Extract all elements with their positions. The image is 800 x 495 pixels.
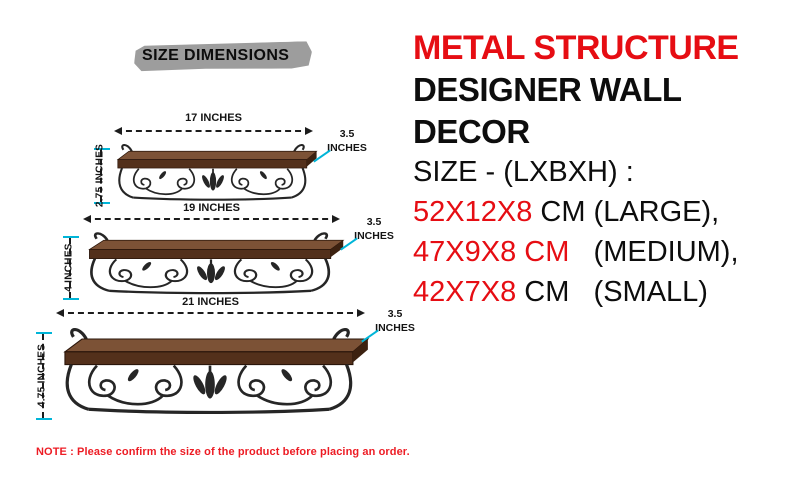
size-value-medium: 47X9X8 CM <box>413 236 570 268</box>
shelf-diagram-large: 21 INCHES 4.75 INCHES 3.5 INCHES <box>30 296 420 446</box>
depth-value: 3.5 <box>387 308 403 320</box>
page-title: SIZE DIMENSIONS <box>142 47 290 64</box>
heading-decor: DECOR <box>413 112 530 150</box>
dimension-tick <box>63 236 79 238</box>
arrow-left-icon <box>114 127 122 135</box>
size-suffix-medium: (MEDIUM), <box>569 236 739 268</box>
size-value-large: 52X12X8 <box>413 195 533 228</box>
dimension-tick <box>63 298 79 300</box>
heading-designer-wall: DESIGNER WALL <box>413 71 682 109</box>
height-dimension-line <box>63 236 79 300</box>
depth-value: 3.5 <box>366 216 382 228</box>
width-dimension-line <box>114 127 313 135</box>
height-dimension-line <box>94 148 110 204</box>
depth-dimension-label: 3.5 INCHES <box>370 308 420 335</box>
width-dimension-label: 17 INCHES <box>185 112 242 124</box>
height-dimension-label: 4.75 INCHES <box>36 343 48 408</box>
size-format-label: SIZE - (LXBXH) : <box>413 155 634 188</box>
size-value-small: 42X7X8 <box>413 276 517 309</box>
size-line-large: 52X12X8 CM (LARGE), <box>413 192 795 232</box>
dimension-tick <box>94 202 110 204</box>
product-description-panel: METAL STRUCTURE DESIGNER WALL DECOR SIZE… <box>413 28 795 312</box>
dimension-tick <box>36 418 52 420</box>
width-dimension-label: 19 INCHES <box>183 202 240 214</box>
depth-unit: INCHES <box>327 141 367 154</box>
arrow-right-icon <box>357 309 365 317</box>
width-dimension-label: 21 INCHES <box>182 296 239 308</box>
dimension-tick <box>94 148 110 150</box>
depth-unit: INCHES <box>375 321 415 334</box>
width-dimension-line <box>83 215 340 223</box>
shelf-illustration-large <box>63 327 370 415</box>
dimension-tick <box>36 332 52 334</box>
depth-unit: INCHES <box>354 229 394 242</box>
shelf-illustration-medium <box>88 232 345 295</box>
size-line-small: 42X7X8 CM (SMALL) <box>413 272 795 312</box>
arrow-left-icon <box>56 309 64 317</box>
arrow-right-icon <box>332 215 340 223</box>
size-suffix-small: CM (SMALL) <box>516 276 708 309</box>
heading-metal-structure: METAL STRUCTURE <box>413 29 739 67</box>
size-line-medium: 47X9X8 CM (MEDIUM), <box>413 232 795 272</box>
height-dimension-line <box>36 332 52 420</box>
shelf-diagram-small: 17 INCHES 2.75 INCHES 3.5 INCHES <box>88 112 378 212</box>
shelf-diagram-medium: 19 INCHES 4 INCHES 3.5 INCHES <box>55 202 400 307</box>
arrow-right-icon <box>305 127 313 135</box>
shelf-illustration-small <box>116 143 318 201</box>
size-suffix-large: CM (LARGE), <box>532 195 720 228</box>
depth-dimension-label: 3.5 INCHES <box>322 128 372 155</box>
confirmation-note: NOTE : Please confirm the size of the pr… <box>36 446 410 458</box>
arrow-left-icon <box>83 215 91 223</box>
depth-dimension-label: 3.5 INCHES <box>349 216 399 243</box>
width-dimension-line <box>56 309 365 317</box>
depth-value: 3.5 <box>339 128 355 140</box>
